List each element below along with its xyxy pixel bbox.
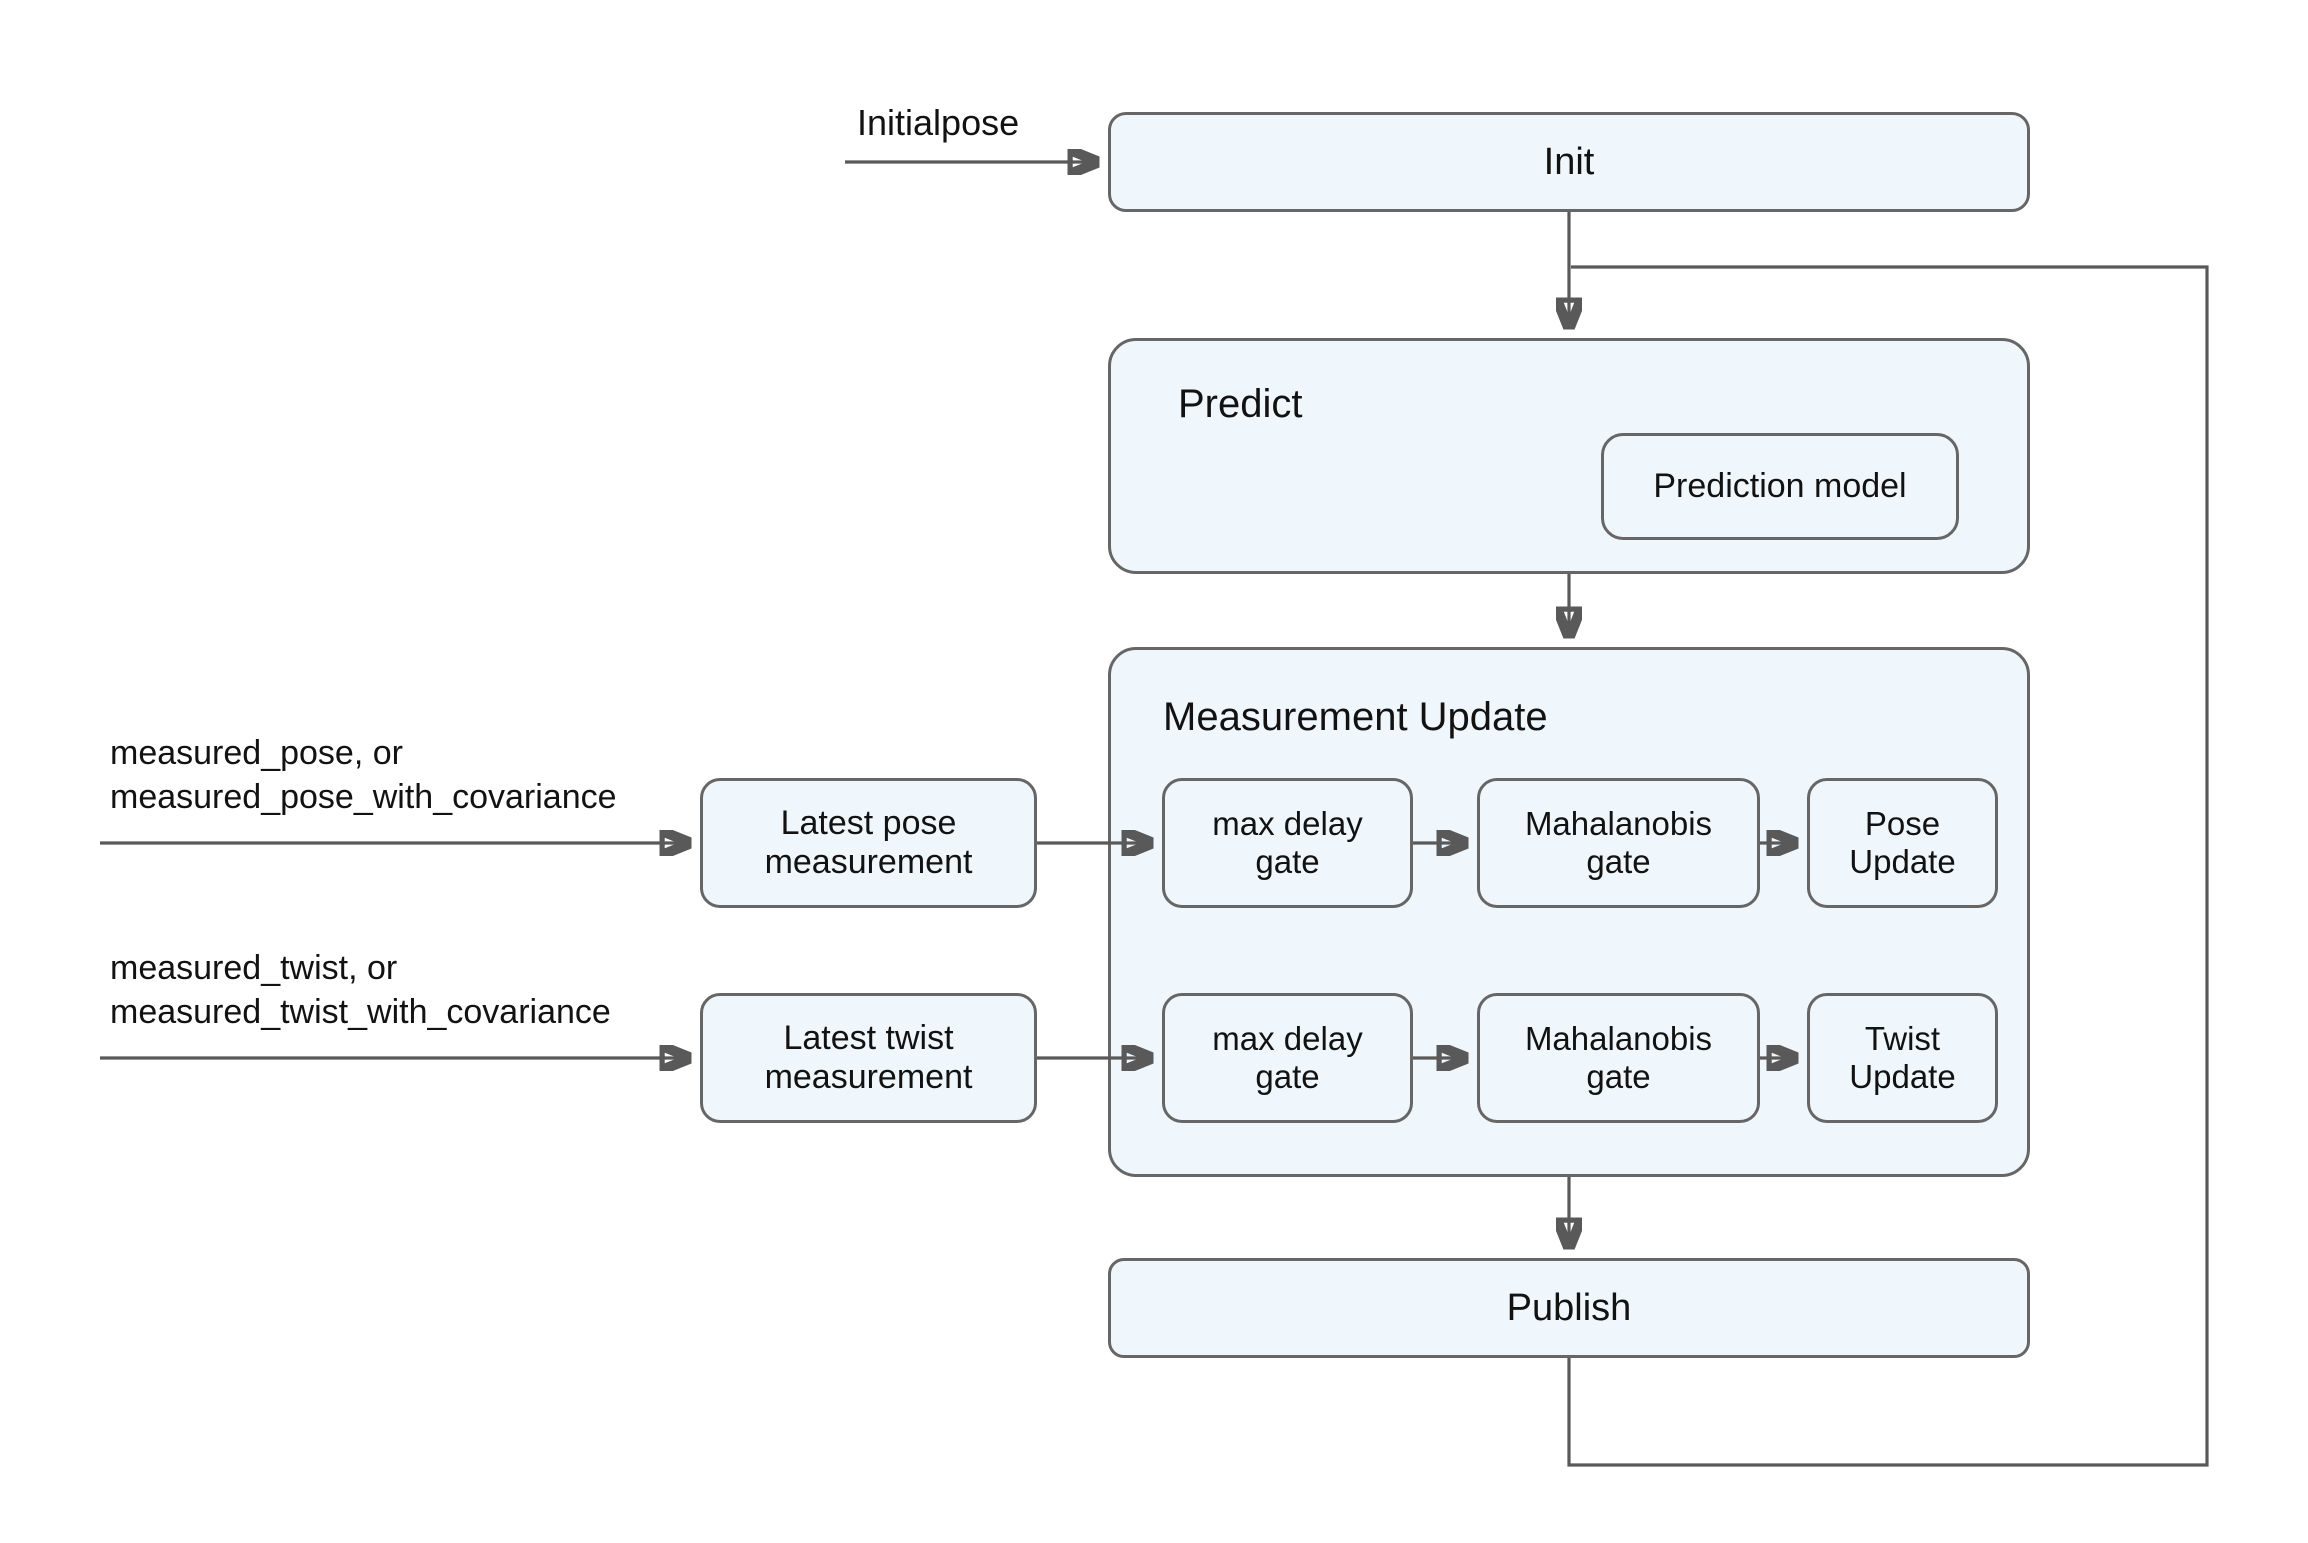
- measured-pose-label: measured_pose, or measured_pose_with_cov…: [110, 734, 617, 817]
- node-publish: Publish: [1108, 1258, 2030, 1358]
- node-init: Init: [1108, 112, 2030, 212]
- node-pose-update: Pose Update: [1807, 778, 1998, 908]
- node-twist-max-delay-gate: max delay gate: [1162, 993, 1413, 1123]
- node-latest-pose-measurement: Latest pose measurement: [700, 778, 1037, 908]
- node-pose-max-delay-gate: max delay gate: [1162, 778, 1413, 908]
- predict-label: Predict: [1178, 382, 1303, 426]
- node-pose-mahalanobis-gate: Mahalanobis gate: [1477, 778, 1760, 908]
- node-twist-update: Twist Update: [1807, 993, 1998, 1123]
- measurement-update-label: Measurement Update: [1163, 695, 1548, 739]
- node-twist-mahalanobis-gate: Mahalanobis gate: [1477, 993, 1760, 1123]
- measured-twist-label: measured_twist, or measured_twist_with_c…: [110, 949, 611, 1032]
- node-prediction-model: Prediction model: [1601, 433, 1959, 540]
- initialpose-label: Initialpose: [857, 102, 1020, 143]
- node-latest-twist-measurement: Latest twist measurement: [700, 993, 1037, 1123]
